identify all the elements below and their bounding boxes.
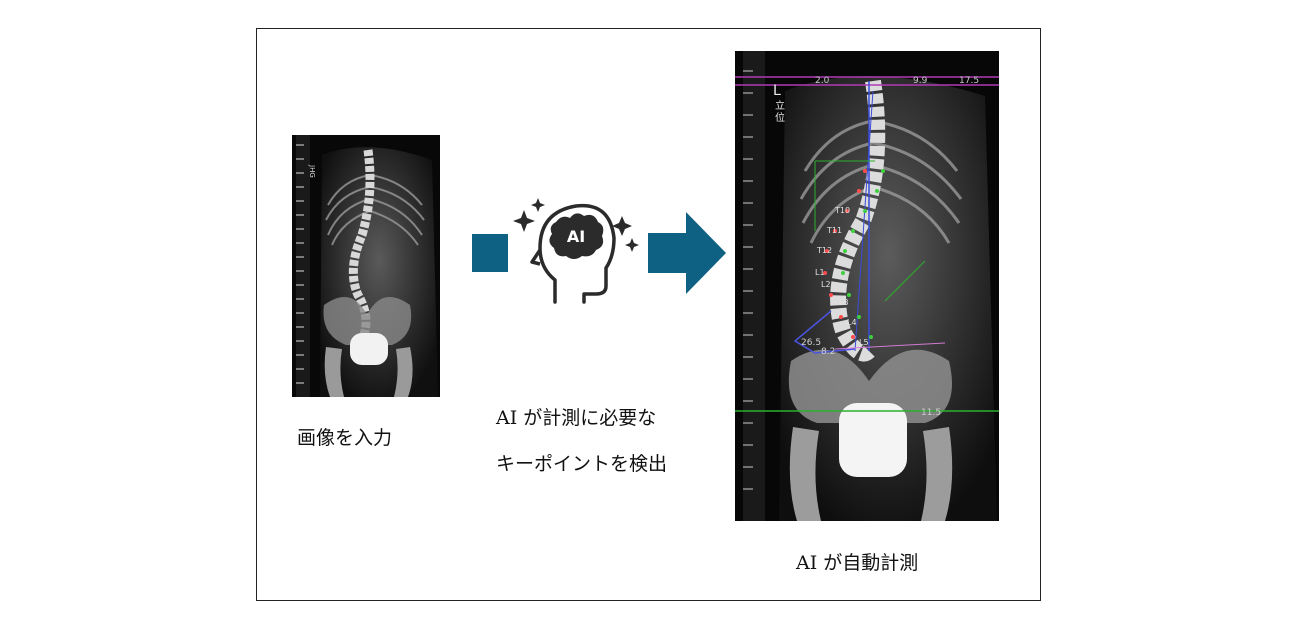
angle-lumbar: 26.5 [801,338,821,348]
caption-detect-line1: AI が計測に必要な [496,407,657,429]
angle-l5: 8.2 [821,347,835,357]
caption-input: 画像を入力 [297,427,393,449]
pose-label-1: 立 [775,99,785,112]
vertebra-label: L4 [847,318,857,327]
vertebra-label: L5 [859,338,869,347]
input-xray-image: JHG [292,135,440,397]
vertebra-label: T12 [816,246,832,255]
vertebra-label: T10 [834,206,850,215]
ai-icon-label: AI [567,227,585,246]
side-label: L [773,83,781,99]
vertebra-label: T11 [826,226,842,235]
ai-head-brain-icon: AI [510,190,645,310]
angle-top-right: 17.5 [959,76,979,86]
output-arrow-icon [648,212,726,294]
angle-top-left: 2.0 [815,76,830,86]
output-xray-image: L 立 位 2.0 9.9 17.5 26.5 8.2 11.5 T10 T11… [735,51,999,521]
vertebra-label: L1 [815,268,825,277]
angle-pelvis: 11.5 [921,408,941,418]
diagram-frame [256,28,1041,601]
vertebra-label: L2 [821,280,831,289]
vertebra-label: L3 [839,298,849,307]
caption-measure: AI が自動計測 [796,552,919,574]
pose-label-2: 位 [775,111,785,124]
caption-detect-line2: キーポイントを検出 [496,453,668,475]
input-arrow-block [472,234,508,272]
angle-top-mid: 9.9 [913,76,928,86]
ruler-label: JHG [308,164,316,178]
